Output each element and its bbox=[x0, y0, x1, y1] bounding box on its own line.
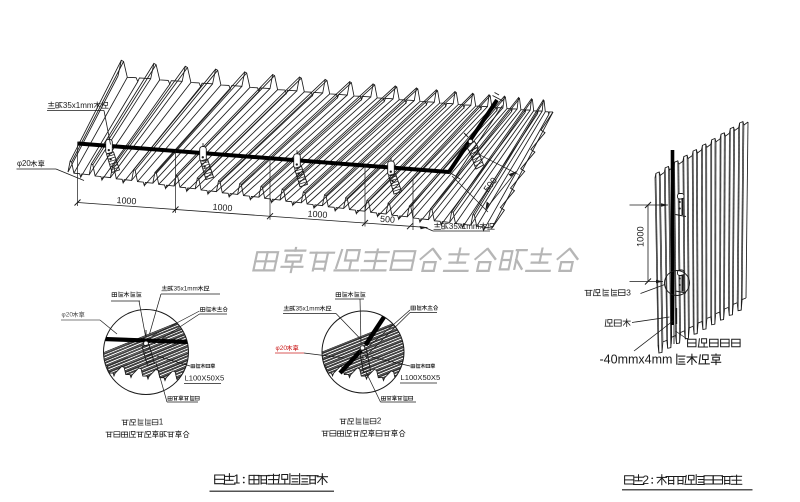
svg-text:2: 2 bbox=[377, 417, 381, 426]
svg-text:-40mmx4mm: -40mmx4mm bbox=[600, 353, 673, 367]
svg-text:35x1mm: 35x1mm bbox=[296, 306, 320, 313]
svg-text:1000: 1000 bbox=[635, 226, 645, 247]
svg-text:3: 3 bbox=[626, 287, 631, 297]
svg-text:35x1mm: 35x1mm bbox=[174, 286, 198, 293]
svg-text:35x1mm: 35x1mm bbox=[63, 101, 94, 110]
svg-text:φ20: φ20 bbox=[276, 345, 288, 352]
svg-text:1000: 1000 bbox=[116, 195, 136, 206]
svg-text:φ20: φ20 bbox=[62, 312, 74, 319]
svg-text:L100X50X5: L100X50X5 bbox=[185, 374, 225, 383]
svg-text:35x1mm: 35x1mm bbox=[449, 222, 480, 231]
svg-text:L100X50X5: L100X50X5 bbox=[401, 373, 441, 382]
svg-text:1000: 1000 bbox=[307, 209, 327, 220]
svg-text:φ20: φ20 bbox=[17, 159, 31, 168]
svg-text:1: 1 bbox=[233, 472, 240, 487]
svg-text:500: 500 bbox=[380, 214, 396, 225]
svg-text:2: 2 bbox=[642, 473, 649, 487]
svg-text:1: 1 bbox=[159, 418, 163, 427]
svg-text:1000: 1000 bbox=[212, 202, 232, 213]
